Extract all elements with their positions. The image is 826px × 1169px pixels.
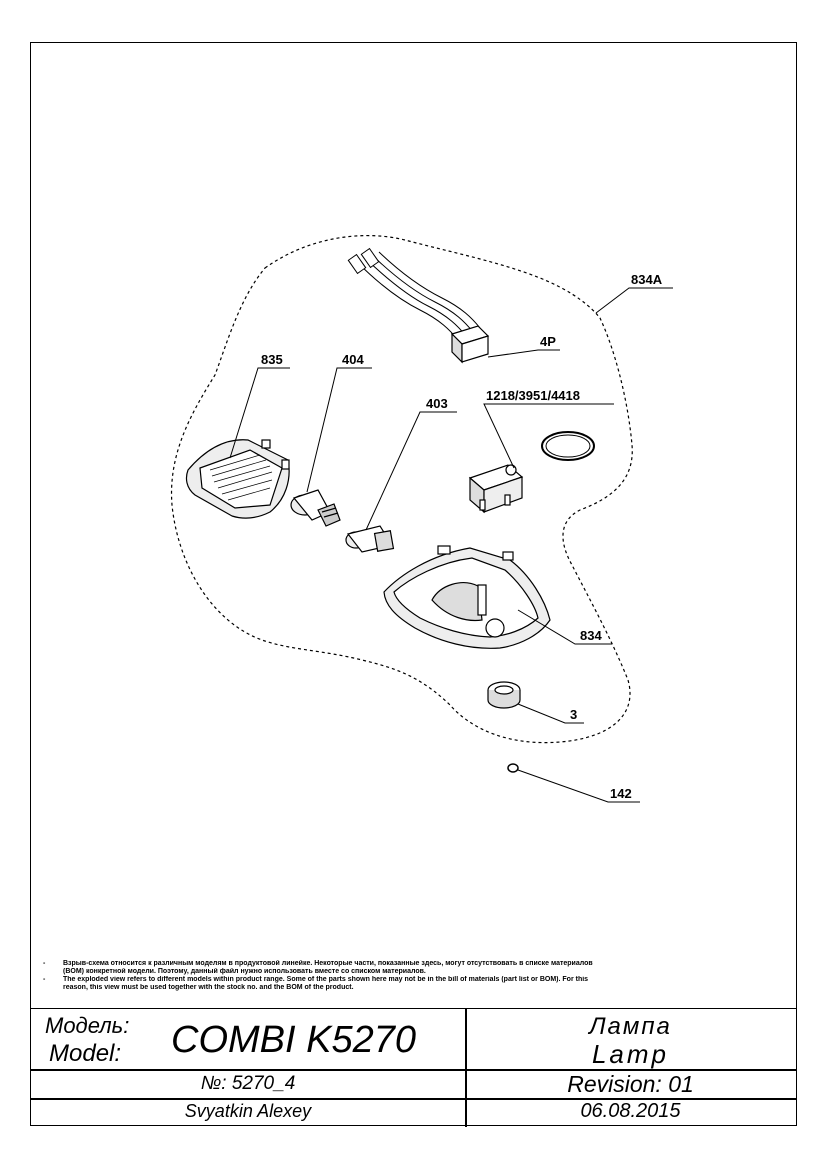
- callout-labels: 834A 4P 835 404 403 1218/3951/4418 834 3…: [261, 272, 663, 801]
- callout-1218-3951-4418: 1218/3951/4418: [486, 388, 580, 403]
- lamp-housing-part-834: [383, 545, 551, 649]
- part-name-ru: Лампа: [589, 1013, 672, 1040]
- model-label-ru: Модель:: [45, 1013, 130, 1038]
- model-label-en: Model:: [49, 1040, 122, 1067]
- part-name-en: Lamp: [591, 1039, 670, 1069]
- callout-403: 403: [426, 396, 448, 411]
- callout-834: 834: [580, 628, 602, 643]
- revision: Revision: 01: [567, 1071, 694, 1097]
- callout-404: 404: [342, 352, 364, 367]
- title-block-rule: [31, 1069, 796, 1071]
- drawing-frame: [30, 42, 797, 1126]
- knob-part-3: [487, 681, 521, 709]
- title-block: Модель: Model: COMBI K5270 Лампа Lamp №:…: [31, 1008, 796, 1127]
- exploded-view-diagram: 834A 4P 835 404 403 1218/3951/4418 834 3…: [170, 235, 673, 803]
- callout-834A: 834A: [631, 272, 663, 287]
- note-en-line-1: The exploded view refers to different mo…: [63, 976, 589, 983]
- title-block-divider: [465, 1009, 467, 1127]
- note-en-line-2: reason, this view must be used together …: [63, 984, 354, 991]
- assembly-boundary-834A: [170, 235, 633, 744]
- callout-142: 142: [610, 786, 632, 801]
- drawing-number: №: 5270_4: [200, 1073, 296, 1094]
- 4p-connector-part: [450, 325, 490, 364]
- note-ru: - Взрыв-схема относится к различным моде…: [31, 960, 796, 976]
- note-dash: -: [43, 976, 46, 983]
- callout-835: 835: [261, 352, 283, 367]
- bulb-part-404: [290, 489, 341, 527]
- lamp-cover-part-835: [185, 439, 290, 519]
- title-block-rule: [31, 1098, 796, 1100]
- note-en: - The exploded view refers to different …: [31, 976, 796, 992]
- callout-3: 3: [570, 707, 577, 722]
- screw-part-142: [507, 763, 519, 773]
- socket-part-403: [345, 525, 395, 553]
- leader-lines: [229, 287, 673, 803]
- wire-harness-part: [347, 247, 481, 341]
- gasket-ring-part: [541, 431, 595, 461]
- model-name: COMBI K5270: [171, 1019, 416, 1061]
- note-ru-line-1: Взрыв-схема относится к различным моделя…: [63, 960, 593, 967]
- author: Svyatkin Alexey: [184, 1101, 312, 1121]
- callout-4P: 4P: [540, 334, 556, 349]
- switch-part-1218: [468, 464, 524, 514]
- note-dash: -: [43, 960, 46, 967]
- disclaimer-notes: - Взрыв-схема относится к различным моде…: [31, 960, 796, 992]
- note-ru-line-2: (BOM) конкретной модели. Поэтому, данный…: [63, 968, 426, 975]
- date: 06.08.2015: [580, 1100, 681, 1122]
